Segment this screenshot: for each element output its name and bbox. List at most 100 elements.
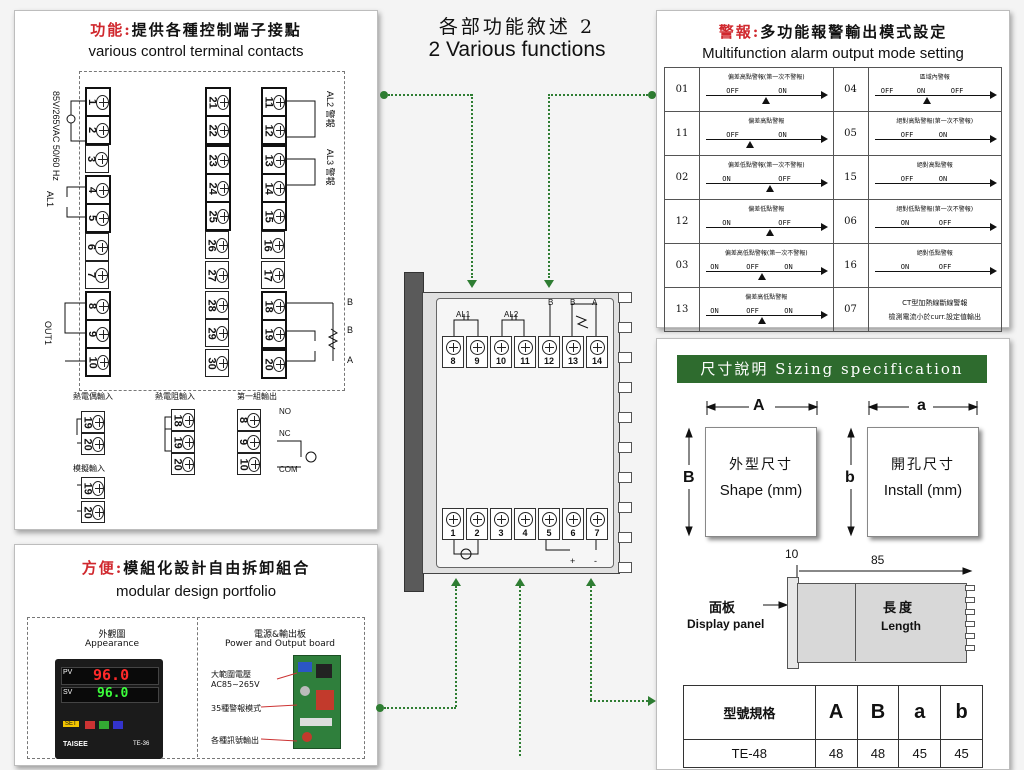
key-2: [99, 721, 109, 729]
device-fin-7: [618, 472, 632, 483]
rtd-a-label: A: [347, 355, 354, 365]
out-terminal-8: 8: [237, 409, 261, 431]
board-cn: 電源&輸出板: [253, 630, 307, 640]
center-title-en: 2 Various functions: [428, 38, 606, 61]
alarm-marker: [774, 96, 783, 104]
shape-cn: 外型尺寸: [729, 457, 793, 473]
terminal-3: 3: [85, 145, 109, 173]
device-terminal-10: 10: [490, 336, 512, 368]
sv-marker: [762, 96, 771, 104]
spec-header-b: b: [940, 685, 983, 740]
connector-arrow-6: [648, 696, 656, 706]
alarm-mode-note: 檢測電流小於curr.設定值輸出: [888, 312, 981, 321]
terminal-23: 23: [205, 145, 231, 175]
device-terminal-5: 5: [538, 508, 560, 540]
alarm-seg: ON: [900, 262, 910, 271]
panel-en-label: Display panel: [687, 617, 765, 631]
alarm-seg: OFF: [726, 86, 739, 95]
alarm-seg: OFF: [778, 218, 791, 227]
shape-en: Shape (mm): [719, 482, 803, 499]
alarm-seg: OFF: [938, 218, 952, 227]
spec-header-a: a: [898, 685, 942, 740]
alarm-mode-title: CT型加熱線斷線警報: [902, 298, 968, 307]
sv-marker: [766, 184, 775, 192]
alarm-marker: [938, 96, 947, 104]
rtd-terminal-18: 18: [171, 409, 195, 431]
terminal-24: 24: [205, 173, 231, 203]
alarm-mode-title: 偏差高低點警報: [745, 293, 788, 301]
modular-title: 方便:模組化設計自由拆卸組合: [15, 557, 377, 578]
alarm-seg: ON: [722, 174, 731, 183]
side-fin-5: [965, 633, 975, 639]
device-terminal-6: 6: [562, 508, 584, 540]
alarm-code: 13: [664, 287, 700, 332]
alarm-panel: 警報:多功能報警輸出模式設定 Multifunction alarm outpu…: [656, 10, 1010, 332]
dim-10-label: 10: [785, 547, 799, 561]
device-terminal-2: 2: [466, 508, 488, 540]
terminal-15: 15: [261, 201, 287, 231]
device-b1-label: B: [548, 298, 554, 307]
pv-label: PV: [63, 669, 73, 676]
device-terminal-4: 4: [514, 508, 536, 540]
alarm-seg: ON: [722, 218, 731, 227]
alarm-marker: [776, 316, 785, 324]
install-box: 開孔尺寸 Install (mm): [867, 427, 979, 537]
side-view-lines: [763, 565, 973, 609]
connector-line-2h: [548, 94, 648, 96]
terminal-12: 12: [261, 115, 287, 145]
alarm-title-red: 警報:: [718, 23, 761, 41]
side-fin-4: [965, 621, 975, 627]
device-terminal-7: 7: [586, 508, 608, 540]
tc-terminal-19: 19: [81, 411, 105, 433]
device-fin-3: [618, 352, 632, 363]
alarm-marker: [926, 228, 935, 236]
dim-b-label: b: [845, 469, 855, 486]
device-fin-2: [618, 322, 632, 333]
alarm-marker: [746, 228, 755, 236]
terminal-6: 6: [85, 233, 109, 261]
board-en: Power and Output board: [225, 639, 335, 649]
modular-divider: [197, 617, 198, 757]
terminal-19: 19: [261, 319, 287, 349]
install-cn: 開孔尺寸: [891, 457, 955, 473]
sv-marker: [758, 272, 767, 280]
terminal-25: 25: [205, 201, 231, 231]
sv-marker: [922, 96, 931, 104]
terminal-27: 27: [205, 261, 229, 289]
rtd-b2-label: B: [347, 325, 354, 335]
connector-line-3v: [455, 586, 457, 707]
alarm-marker: [736, 316, 745, 324]
terminal-22: 22: [205, 115, 231, 145]
connector-arrow-2: [544, 280, 554, 288]
alarm-code: 03: [664, 243, 700, 288]
device-plus: +: [570, 556, 576, 566]
alarm-seg: ON: [916, 86, 926, 95]
device-minus: -: [594, 556, 597, 566]
device-fin-10: [618, 562, 632, 573]
terminal-block-frame: [79, 71, 345, 391]
connector-line-1h: [388, 94, 472, 96]
device-al1-label: AL1: [456, 310, 471, 319]
side-view-divider: [855, 583, 856, 661]
key-1: [85, 721, 95, 729]
dim-A-label: A: [753, 397, 765, 414]
connector-line-3h: [384, 707, 456, 709]
alarm-code: 06: [832, 199, 869, 244]
alarm-title: 警報:多功能報警輸出模式設定: [657, 21, 1009, 42]
alarm-marker: [904, 96, 913, 104]
terminals-panel: 功能:提供各種控制端子接點 various control terminal c…: [14, 10, 378, 530]
alarm-code: 02: [664, 155, 700, 200]
terminal-7: 7: [85, 261, 109, 289]
output1-label: 第一組輸出: [237, 392, 277, 401]
alarm-seg: OFF: [880, 86, 894, 95]
key-3: [113, 721, 123, 729]
alarm-mode-title: 絕對高點警報: [916, 161, 953, 169]
pcb-image: [293, 655, 341, 749]
alarm-seg: ON: [710, 306, 719, 315]
